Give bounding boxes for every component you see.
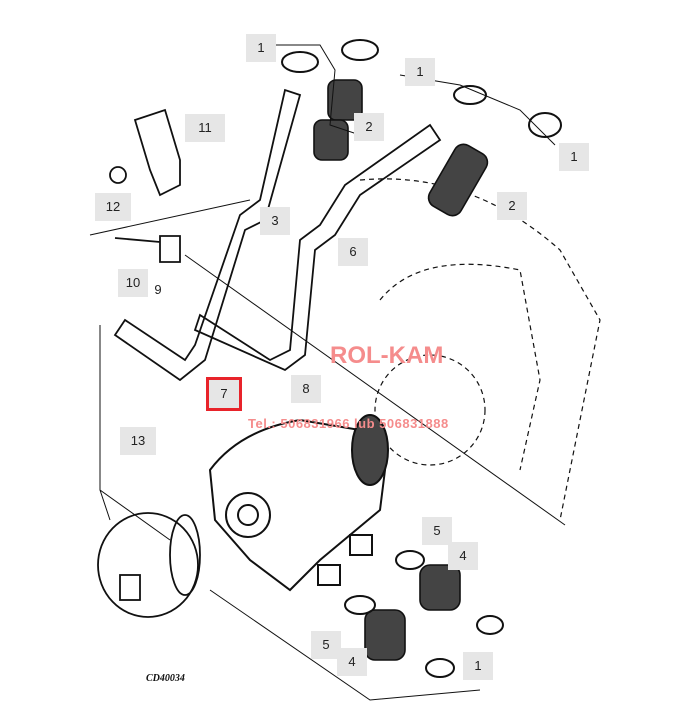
pipes — [113, 88, 442, 382]
callout-12: 12 — [95, 193, 131, 221]
callout-1: 1 — [246, 34, 276, 62]
callout-2: 2 — [497, 192, 527, 220]
callout-1: 1 — [559, 143, 589, 171]
callout-4: 4 — [337, 648, 367, 676]
callout-7-highlighted: 7 — [206, 377, 242, 411]
callout-11: 11 — [185, 114, 225, 142]
callout-13: 13 — [120, 427, 156, 455]
callout-1: 1 — [463, 652, 493, 680]
oil-filter — [97, 512, 201, 618]
callout-9: 9 — [154, 282, 162, 297]
callout-2: 2 — [354, 113, 384, 141]
callout-1: 1 — [405, 58, 435, 86]
diagram-code: CD40034 — [146, 673, 185, 684]
callout-5: 5 — [422, 517, 452, 545]
engine-block — [359, 178, 601, 521]
leader-lines — [89, 44, 566, 701]
callout-10: 10 — [118, 269, 148, 297]
callout-4: 4 — [448, 542, 478, 570]
hoses — [313, 79, 489, 661]
watermark-brand: ROL-KAM — [330, 342, 444, 369]
watermark-phone: Tel.: 506831966 lub 506831888 — [248, 416, 449, 431]
clamps — [281, 39, 562, 678]
oil-cooler — [208, 414, 389, 592]
callout-5: 5 — [311, 631, 341, 659]
callout-6: 6 — [338, 238, 368, 266]
callout-8: 8 — [291, 375, 321, 403]
bracket — [109, 108, 181, 263]
callout-3: 3 — [260, 207, 290, 235]
